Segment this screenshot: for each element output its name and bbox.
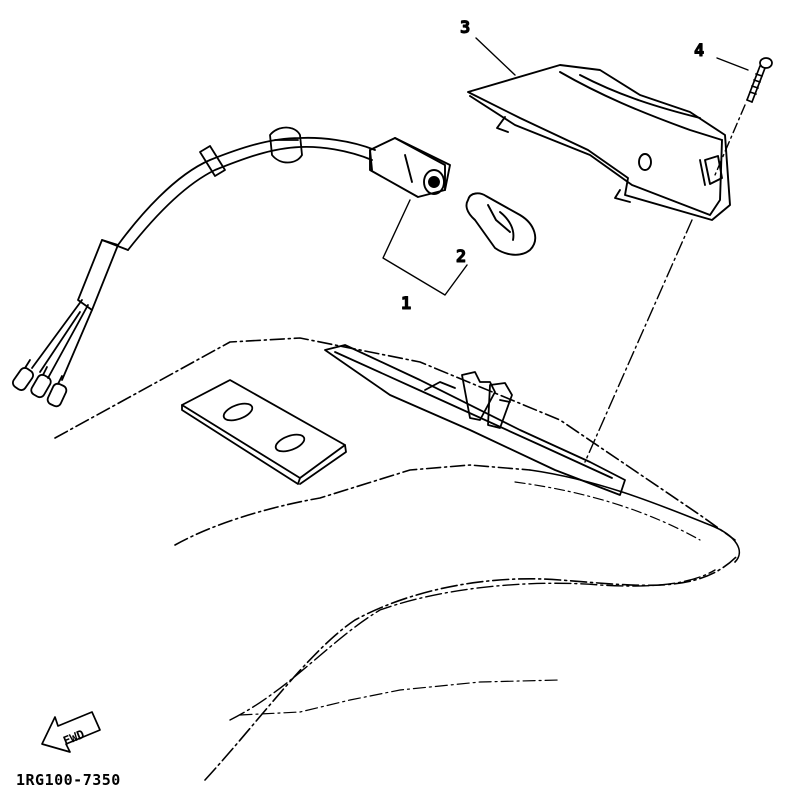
callout-part-3: 3 — [460, 18, 470, 38]
lamp-recess — [324, 344, 626, 496]
forward-direction-arrow: FWD — [41, 711, 101, 753]
callout-part-2: 2 — [456, 247, 466, 267]
mounting-pad — [181, 379, 347, 485]
bulb — [465, 192, 537, 256]
leader-lines — [382, 37, 749, 463]
callout-part-1: 1 — [401, 294, 411, 314]
bulb-socket — [369, 137, 451, 198]
rear-fender — [54, 337, 741, 781]
figure-code: 1RG100-7350 — [16, 771, 121, 789]
fwd-label: FWD — [61, 727, 86, 748]
tail-light-lens — [467, 64, 731, 221]
callout-part-4: 4 — [694, 41, 704, 61]
screw — [746, 57, 773, 103]
wiring-harness — [12, 126, 376, 408]
